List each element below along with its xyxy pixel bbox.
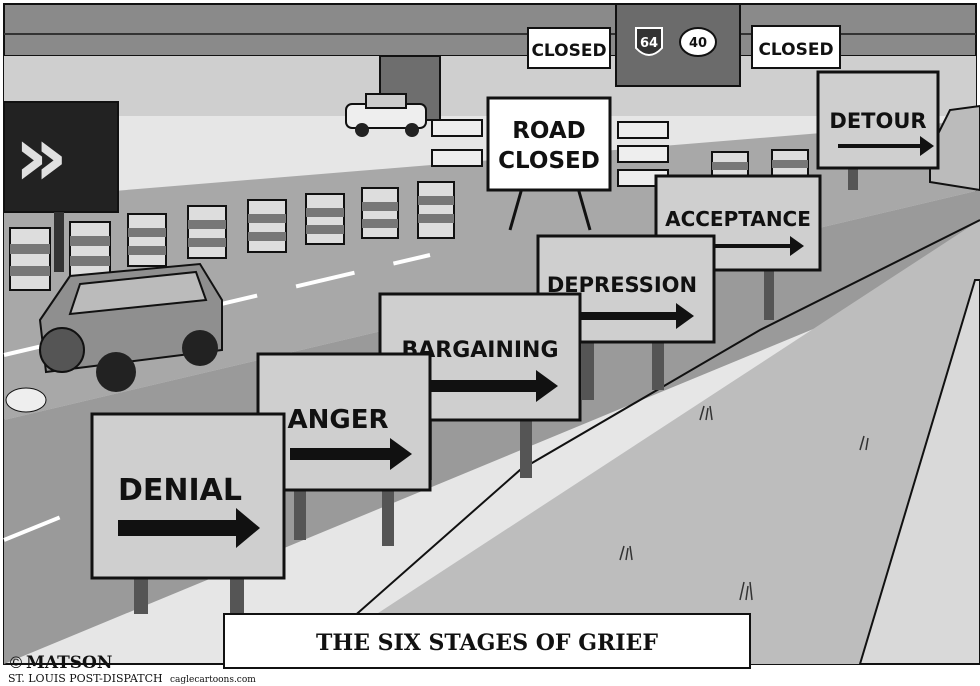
credits: © MATSON ST. LOUIS POST-DISPATCH cagleca… <box>8 653 256 685</box>
stage-label: DENIAL <box>118 473 242 508</box>
barrel <box>361 187 399 239</box>
arrow-board: » <box>3 101 119 272</box>
police-car <box>345 93 427 137</box>
route-panel <box>615 3 741 87</box>
barrel <box>187 205 227 259</box>
stage-label: DETOUR <box>829 109 926 133</box>
road-closed-line1: ROAD <box>512 118 586 144</box>
arrow-right-icon <box>290 438 412 470</box>
arrow-right-icon <box>428 370 558 402</box>
overhead-signs: CLOSED 64 40 CLOSED <box>527 3 841 87</box>
caption-box: THE SIX STAGES OF GRIEF <box>223 613 751 669</box>
site-name: caglecartoons.com <box>170 675 256 685</box>
grass-tufts <box>519 405 869 631</box>
stage-sign-detour: DETOUR <box>816 70 940 190</box>
arrow-right-icon <box>714 236 804 256</box>
road-closed-line2: CLOSED <box>498 148 600 174</box>
closed-sign-right <box>751 25 841 69</box>
stage-sign-depression: DEPRESSION <box>536 234 716 400</box>
copyright-symbol: © <box>8 653 24 672</box>
barrel <box>305 193 345 245</box>
stage-label: ANGER <box>287 405 388 435</box>
barrel <box>9 227 51 291</box>
barrel <box>69 221 111 279</box>
suv <box>5 262 223 413</box>
caption: THE SIX STAGES OF GRIEF <box>316 630 658 656</box>
road-closed-sign: ROAD CLOSED <box>486 96 612 231</box>
arrow-right-icon <box>838 136 934 156</box>
barrels <box>9 149 809 291</box>
interstate-shield-icon <box>635 27 663 56</box>
arrow-right-icon <box>580 303 694 329</box>
closed-sign-left-text: CLOSED <box>531 41 606 61</box>
barrel <box>247 199 287 253</box>
us-route-number: 40 <box>689 36 707 51</box>
us-route-shield-icon <box>679 27 717 57</box>
closed-sign-right-text: CLOSED <box>758 40 833 60</box>
stage-sign-denial: DENIAL <box>90 412 286 620</box>
detour-car <box>929 104 980 192</box>
paper-name: ST. LOUIS POST-DISPATCH <box>8 672 163 685</box>
interstate-number: 64 <box>640 36 658 51</box>
arrow-right-icon <box>118 508 260 548</box>
stage-label: ACCEPTANCE <box>665 207 811 231</box>
chevron-icon: » <box>14 107 68 205</box>
stage-signs: DETOUR ACCEPTANCE DEPRESSION BARGAINING <box>90 70 940 620</box>
closed-sign-left <box>527 27 611 69</box>
artist-signature: MATSON <box>26 653 112 673</box>
stage-sign-anger: ANGER <box>256 352 432 546</box>
barrel <box>127 213 167 267</box>
barrel <box>417 181 455 239</box>
